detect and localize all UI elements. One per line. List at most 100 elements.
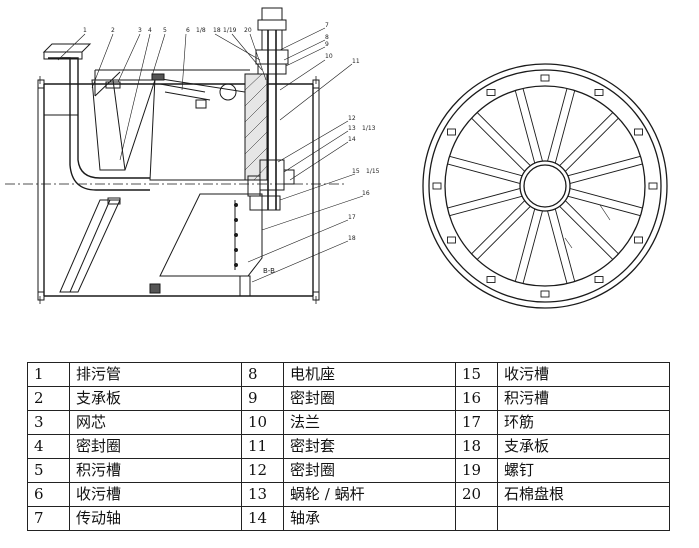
part-number: 1 — [27, 362, 70, 387]
part-number: 16 — [455, 386, 498, 411]
spoke-rib — [476, 112, 531, 166]
part-number: 17 — [455, 410, 498, 435]
section-label: B-B — [263, 267, 275, 275]
ring-lug — [447, 236, 456, 244]
callout-label: 11 — [352, 58, 360, 65]
callout-label: 13 — [348, 125, 356, 132]
part-name: 排污管 — [69, 362, 242, 387]
spoke-rib — [554, 90, 576, 164]
callout-label: 2 — [111, 27, 115, 34]
spoke-rib — [554, 208, 576, 282]
part-name: 密封圈 — [283, 386, 456, 411]
callout-label: 8 — [325, 34, 329, 41]
spoke-rib — [447, 188, 520, 209]
callout-label: 12 — [348, 115, 356, 122]
part-name: 螺钉 — [497, 458, 670, 483]
spoke-rib — [514, 208, 536, 282]
callout-label: 9 — [325, 41, 329, 48]
part-name: 支承板 — [497, 434, 670, 459]
ring-lug — [486, 276, 496, 283]
part-name: 蜗轮 / 蜗杆 — [283, 482, 456, 507]
part-number: 9 — [241, 386, 284, 411]
spoke-rib — [559, 112, 614, 166]
part-name: 电机座 — [283, 362, 456, 387]
part-number: 10 — [241, 410, 284, 435]
callout-label: 15 — [352, 168, 360, 175]
callout-label: 1 — [83, 27, 87, 34]
ring-lug — [447, 128, 456, 136]
part-number: 3 — [27, 410, 70, 435]
part-number: 5 — [27, 458, 70, 483]
spoke-rib — [449, 155, 523, 177]
part-name — [497, 506, 670, 531]
part-name: 密封圈 — [283, 458, 456, 483]
part-name: 积污槽 — [497, 386, 670, 411]
callout-label: 7 — [325, 22, 329, 29]
ring-lug — [540, 290, 550, 298]
spoke-rib — [567, 155, 641, 177]
part-number: 11 — [241, 434, 284, 459]
cross-section — [422, 63, 668, 309]
ring-lug — [648, 182, 658, 190]
part-number: 6 — [27, 482, 70, 507]
callout-label: 1/19 — [223, 27, 237, 34]
spoke-rib — [570, 163, 643, 184]
callout-label: 20 — [244, 27, 252, 34]
spoke-rib — [522, 88, 543, 161]
part-name: 网芯 — [69, 410, 242, 435]
spoke-rib — [567, 195, 641, 217]
spoke-rib — [547, 211, 568, 284]
part-number: 13 — [241, 482, 284, 507]
longitudinal-section — [5, 7, 364, 304]
callout-label: 1/15 — [366, 168, 380, 175]
part-number: 14 — [241, 506, 284, 531]
part-number — [455, 506, 498, 531]
spoke-rib — [522, 211, 543, 284]
part-name: 轴承 — [283, 506, 456, 531]
part-name: 支承板 — [69, 386, 242, 411]
part-number: 19 — [455, 458, 498, 483]
part-name: 密封套 — [283, 434, 456, 459]
part-name: 传动轴 — [69, 506, 242, 531]
part-number: 7 — [27, 506, 70, 531]
callout-label: 14 — [348, 136, 356, 143]
spoke-rib — [447, 163, 520, 184]
spoke-rib — [570, 188, 643, 209]
callout-label: 18 — [348, 235, 356, 242]
callout-label: 6 — [186, 27, 190, 34]
technical-drawing: 1234561/8181/1920789101112131/1314151/15… — [5, 7, 668, 309]
callout-label: 3 — [138, 27, 142, 34]
spoke-rib — [471, 117, 525, 172]
part-number: 8 — [241, 362, 284, 387]
ring-lug — [486, 89, 496, 96]
spoke-rib — [514, 90, 536, 164]
ring-lug — [432, 182, 442, 190]
callout-label: 17 — [348, 214, 356, 221]
part-name: 收污槽 — [497, 362, 670, 387]
spoke-rib — [559, 206, 614, 260]
callout-label: 4 — [148, 27, 152, 34]
part-number: 15 — [455, 362, 498, 387]
ring-lug — [634, 128, 643, 136]
spoke-rib — [547, 88, 568, 161]
spoke-rib — [471, 200, 525, 255]
callout-label: 5 — [163, 27, 167, 34]
callout-label: 16 — [362, 190, 370, 197]
spoke-rib — [449, 195, 523, 217]
part-name: 法兰 — [283, 410, 456, 435]
callout-label: 18 — [213, 27, 221, 34]
part-number: 20 — [455, 482, 498, 507]
part-name: 积污槽 — [69, 458, 242, 483]
spoke-rib — [476, 206, 531, 260]
spoke-rib — [565, 117, 619, 172]
part-name: 环筋 — [497, 410, 670, 435]
ring-lug — [540, 74, 550, 82]
